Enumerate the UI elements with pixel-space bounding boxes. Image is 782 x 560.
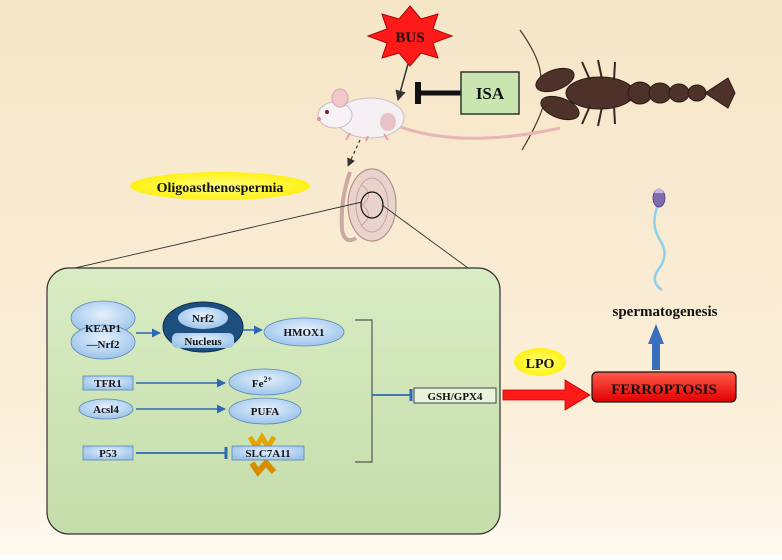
gsh-gpx4-label: GSH/GPX4	[427, 391, 483, 403]
mouse-illustration	[317, 88, 561, 142]
fe-superscript: 2+	[264, 375, 273, 384]
ferroptosis-to-spermatogenesis-arrow	[648, 324, 664, 370]
bus-label: BUS	[395, 30, 424, 46]
acsl4-node: Acsl4	[78, 398, 134, 420]
spermatogenesis-label: spermatogenesis	[613, 304, 718, 320]
slc7a11-node: SLC7A11	[231, 445, 305, 461]
mouse-to-testis-arrow	[347, 139, 361, 167]
lpo-bubble: LPO	[514, 348, 566, 376]
lpo-label: LPO	[526, 357, 555, 372]
pufa-node: PUFA	[228, 397, 302, 425]
p53-label: P53	[99, 448, 117, 460]
isa-inhibition	[415, 82, 461, 104]
oligo-label: Oligoasthenospermia	[157, 181, 284, 196]
pufa-label: PUFA	[251, 406, 280, 418]
slc7a11-label: SLC7A11	[245, 448, 290, 460]
isa-label: ISA	[476, 84, 505, 103]
gsh-gpx4-node: GSH/GPX4	[413, 387, 497, 404]
keap1-nrf2-node: KEAP1 —Nrf2	[70, 300, 136, 360]
oligo-bubble: Oligoasthenospermia	[130, 172, 310, 200]
keap1-nrf2-label: —Nrf2	[86, 339, 120, 351]
nrf2-label: Nrf2	[192, 313, 214, 325]
zoom-line-left	[74, 201, 363, 269]
ferroptosis-box: FERROPTOSIS	[591, 371, 737, 403]
tfr1-label: TFR1	[94, 378, 122, 390]
isa-box: ISA	[460, 71, 520, 115]
zoom-line-right	[381, 204, 469, 269]
tfr1-node: TFR1	[82, 375, 134, 391]
fe-node: Fe2+	[228, 368, 302, 396]
bus-to-mouse-arrow	[395, 63, 409, 102]
ferroptosis-label: FERROPTOSIS	[611, 382, 717, 398]
p53-inhibits-slc7a11	[136, 447, 228, 459]
nrf2-nucleus-node: Nrf2 Nucleus	[162, 301, 244, 353]
sperm-illustration	[652, 188, 666, 292]
fe-label: Fe2+	[252, 375, 273, 390]
bus-star: BUS	[366, 5, 454, 67]
slc7a11-transporter-icon	[247, 432, 277, 477]
crayfish-illustration	[519, 29, 736, 151]
testis-illustration	[339, 168, 397, 243]
lpo-arrow	[502, 379, 591, 411]
nucleus-label: Nucleus	[184, 336, 222, 348]
acsl4-label: Acsl4	[93, 404, 119, 416]
keap1-label: KEAP1	[85, 323, 121, 335]
p53-node: P53	[82, 445, 134, 461]
hmox1-node: HMOX1	[263, 317, 345, 347]
hmox1-label: HMOX1	[284, 327, 325, 339]
pathway-bracket	[355, 319, 373, 463]
fe-base: Fe	[252, 378, 264, 390]
